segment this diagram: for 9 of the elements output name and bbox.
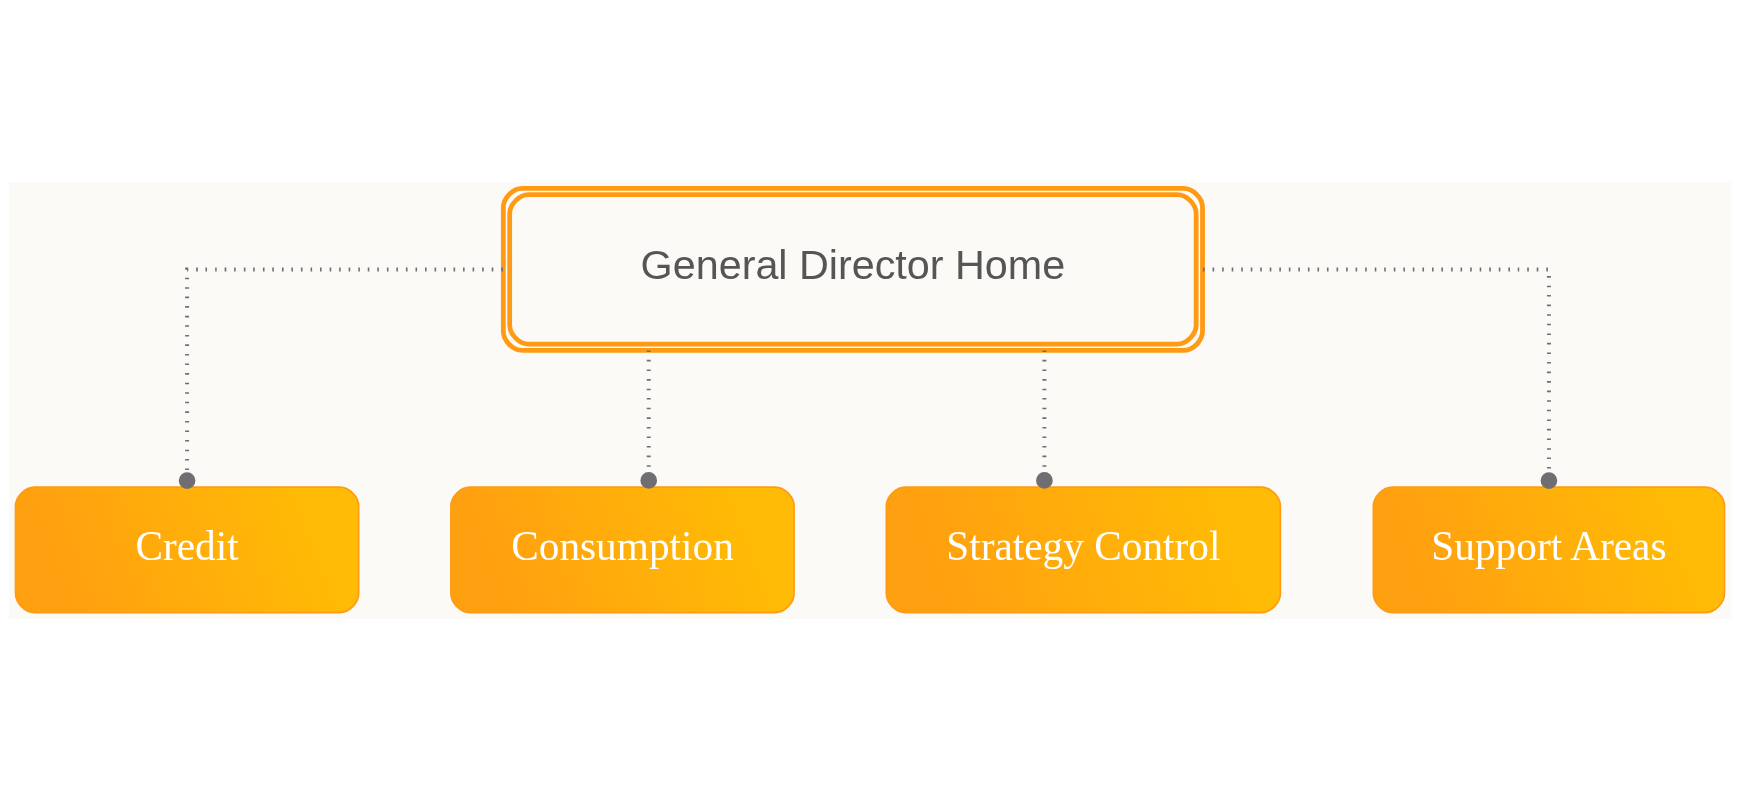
connector — [1202, 267, 1558, 489]
connector — [1036, 350, 1053, 489]
node-box: Support Areas — [1372, 486, 1726, 614]
node-box: General Director Home — [500, 185, 1205, 353]
node-box: Consumption — [450, 486, 795, 614]
connector — [640, 350, 658, 489]
node-box: Strategy Control — [885, 486, 1282, 614]
connector — [178, 267, 503, 489]
node-box: Credit — [14, 486, 360, 614]
